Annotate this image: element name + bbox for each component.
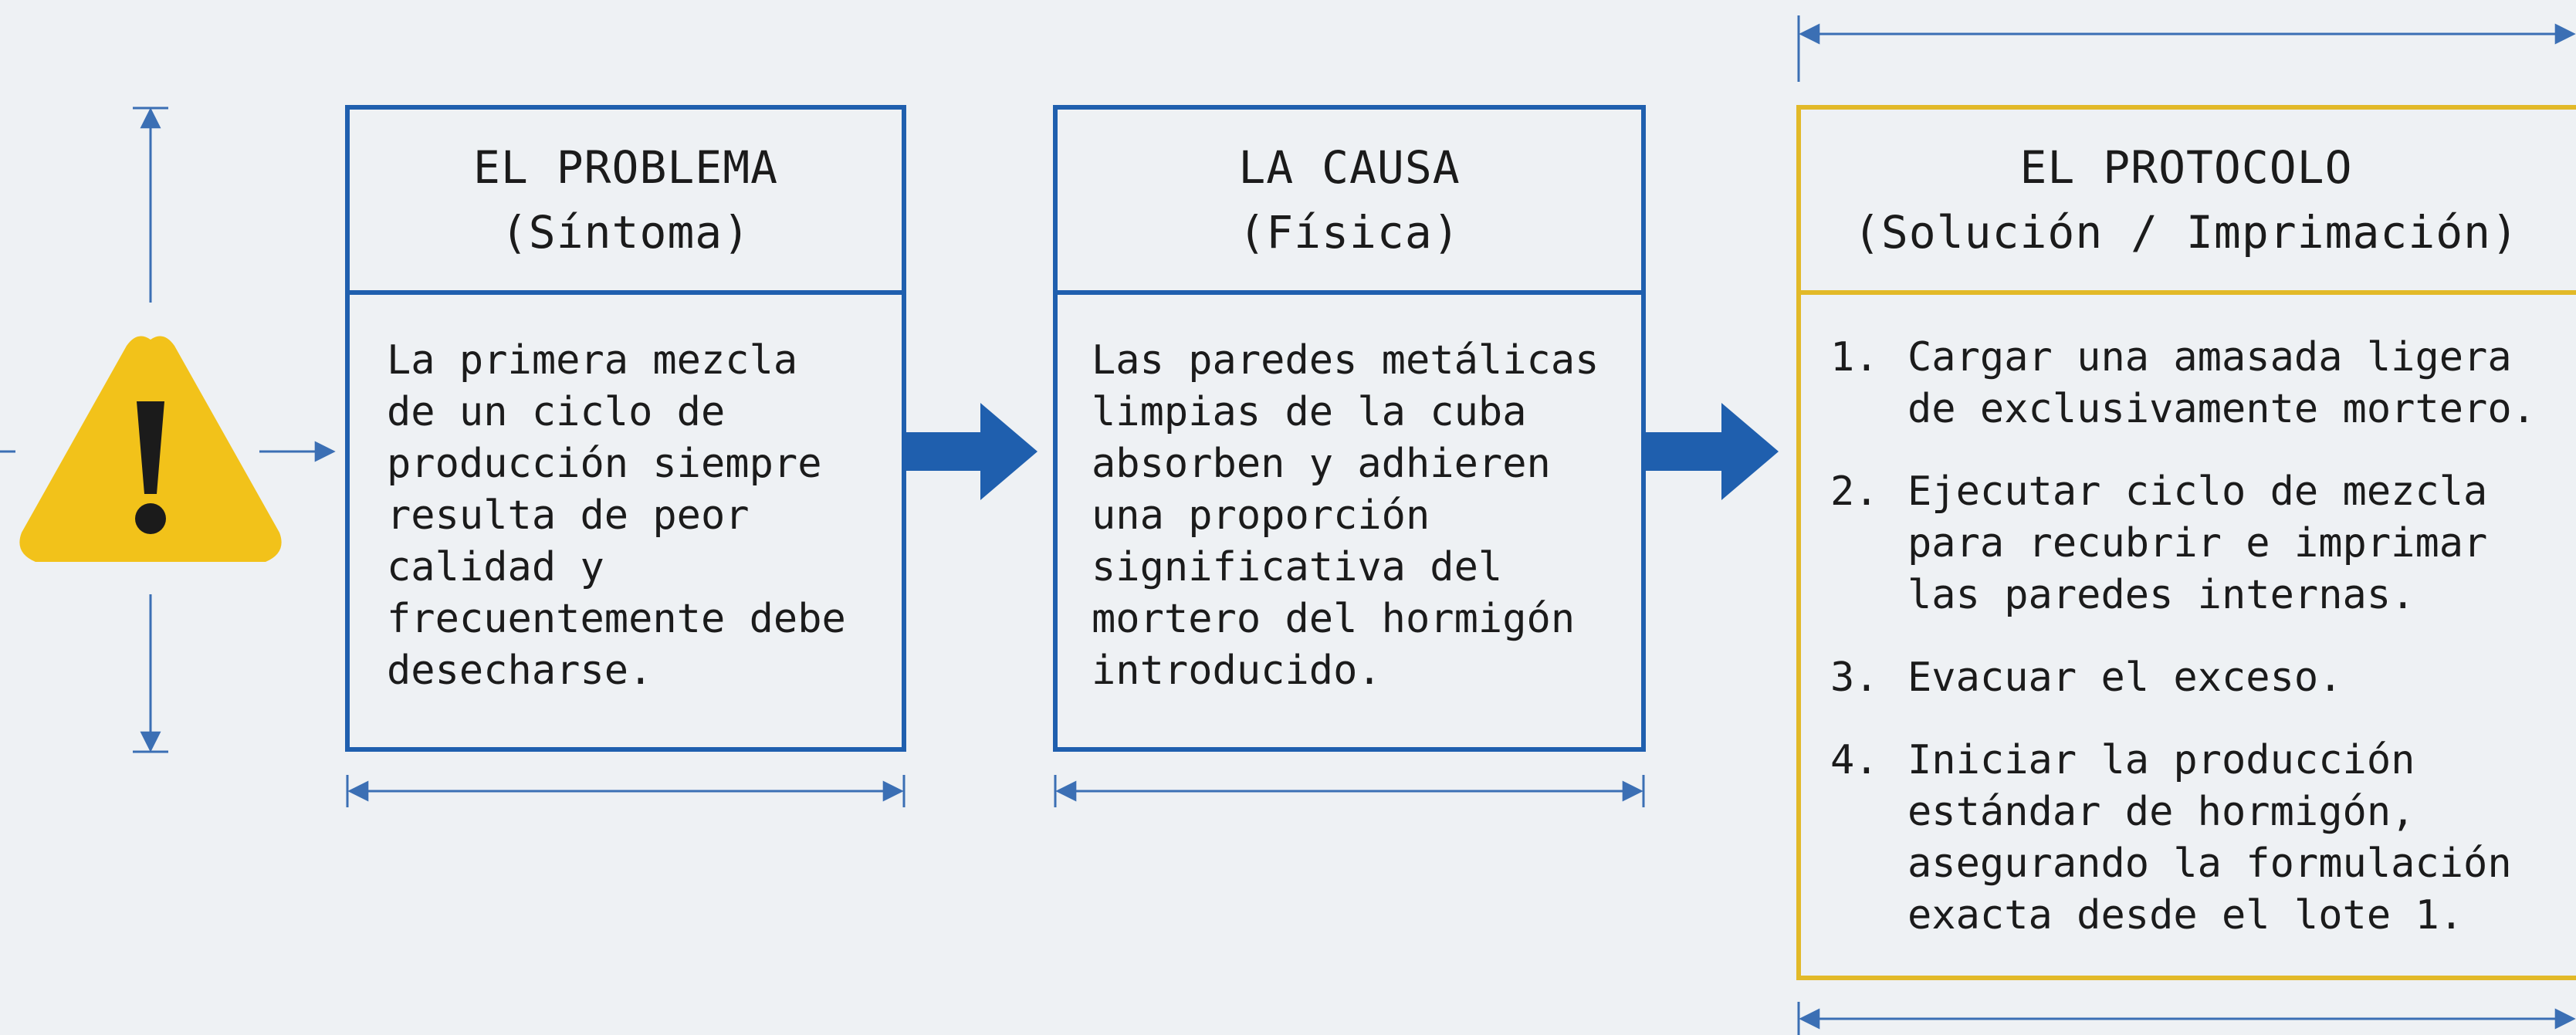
step-number: 2. <box>1830 468 1879 515</box>
problem-line: producción siempre <box>387 441 822 487</box>
step-text: Ejecutar ciclo de mezcla para recubrir e… <box>1907 466 2564 621</box>
problem-line: de un ciclo de <box>387 389 726 435</box>
warning-triangle-icon <box>19 336 282 562</box>
protocol-subtitle: (Solución / Imprimación) <box>1853 206 2520 259</box>
cause-box: LA CAUSA (Física) Las paredes metálicas … <box>1053 105 1646 752</box>
problem-header: EL PROBLEMA (Síntoma) <box>350 110 902 295</box>
cause-header: LA CAUSA (Física) <box>1058 110 1641 295</box>
arrow-right-icon <box>1644 403 1779 500</box>
step-line: Iniciar la producción <box>1907 737 2415 783</box>
vertical-dimension-line <box>133 107 168 753</box>
protocol-title: EL PROTOCOLO <box>2019 141 2353 194</box>
step-line: Cargar una amasada ligera <box>1907 334 2512 381</box>
step-line: asegurando la formulación <box>1907 841 2512 887</box>
step-number: 4. <box>1830 737 1879 783</box>
problem-line: calidad y <box>387 544 604 590</box>
cause-subtitle: (Física) <box>1238 206 1461 259</box>
problem-subtitle: (Síntoma) <box>500 206 751 259</box>
step-text: Evacuar el exceso. <box>1907 652 2564 704</box>
protocol-box: EL PROTOCOLO (Solución / Imprimación) 1.… <box>1796 105 2576 980</box>
problem-box: EL PROBLEMA (Síntoma) La primera mezcla … <box>345 105 906 752</box>
protocol-step: 4. Iniciar la producción estándar de hor… <box>1830 735 2564 942</box>
cause-line: limpias de la cuba <box>1092 389 1527 435</box>
protocol-bottom-dimension <box>1797 1002 2576 1035</box>
protocol-step: 2. Ejecutar ciclo de mezcla para recubri… <box>1830 466 2564 621</box>
step-line: exacta desde el lote 1. <box>1907 892 2464 939</box>
cause-line: mortero del hormigón <box>1092 596 1576 642</box>
step-number: 1. <box>1830 334 1879 381</box>
problem-line: La primera mezcla <box>387 337 798 384</box>
step-text: Cargar una amasada ligera de exclusivame… <box>1907 332 2564 435</box>
step-line: las paredes internas. <box>1907 572 2415 618</box>
problem-line: frecuentemente debe <box>387 596 846 642</box>
cause-line: Las paredes metálicas <box>1092 337 1599 384</box>
cause-title: LA CAUSA <box>1238 141 1461 194</box>
step-number: 3. <box>1830 654 1879 701</box>
protocol-step: 1. Cargar una amasada ligera de exclusiv… <box>1830 332 2564 435</box>
step-line: estándar de hormigón, <box>1907 789 2415 835</box>
cause-line: significativa del <box>1092 544 1503 590</box>
problem-line: resulta de peor <box>387 492 750 539</box>
step-line: Ejecutar ciclo de mezcla <box>1907 468 2488 515</box>
protocol-step: 3. Evacuar el exceso. <box>1830 652 2564 704</box>
problem-line: desecharse. <box>387 648 653 694</box>
protocol-top-dimension <box>1797 15 2576 82</box>
cause-line: absorben y adhieren <box>1092 441 1551 487</box>
protocol-steps: 1. Cargar una amasada ligera de exclusiv… <box>1801 295 2576 942</box>
problem-description: La primera mezcla de un ciclo de producc… <box>350 295 902 697</box>
cause-description: Las paredes metálicas limpias de la cuba… <box>1058 295 1641 697</box>
step-line: para recubrir e imprimar <box>1907 520 2488 567</box>
step-line: Evacuar el exceso. <box>1907 654 2343 701</box>
step-text: Iniciar la producción estándar de hormig… <box>1907 735 2564 942</box>
cause-width-dimension <box>1054 775 1645 807</box>
problem-title: EL PROBLEMA <box>472 141 779 194</box>
cause-line: una proporción <box>1092 492 1430 539</box>
problem-width-dimension <box>346 775 905 807</box>
cause-line: introducido. <box>1092 648 1382 694</box>
step-line: de exclusivamente mortero. <box>1907 386 2536 432</box>
protocol-header: EL PROTOCOLO (Solución / Imprimación) <box>1801 110 2576 295</box>
arrow-right-icon <box>905 403 1038 500</box>
